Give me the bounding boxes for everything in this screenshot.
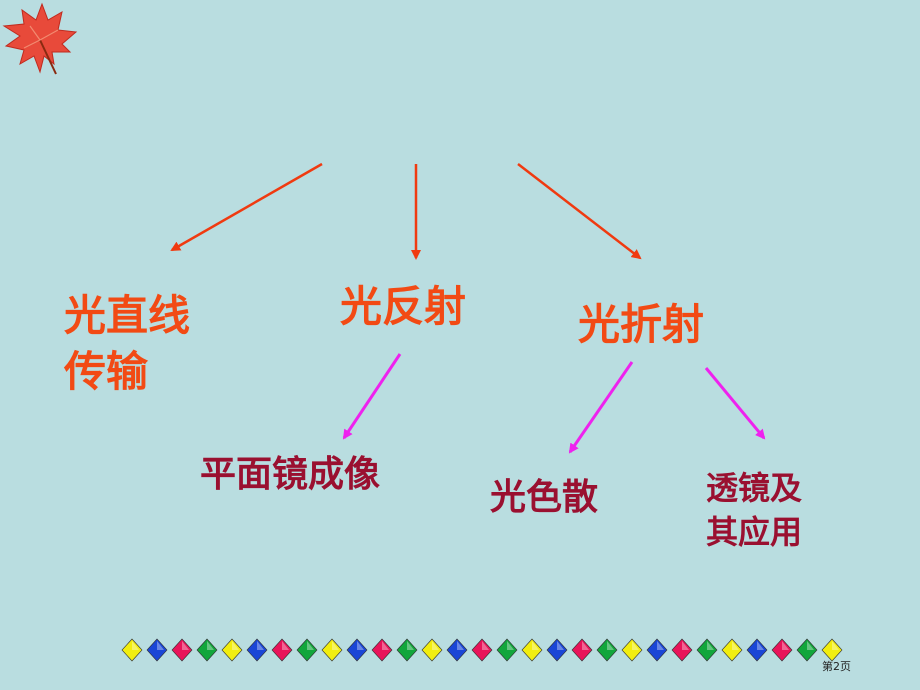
diamond-bead xyxy=(321,638,343,662)
diamond-bead xyxy=(121,638,143,662)
arrow-to-refraction xyxy=(517,163,642,260)
node-plane-mirror-imaging: 平面镜成像 xyxy=(200,454,381,495)
diamond-bead xyxy=(396,638,418,662)
diamond-bead xyxy=(671,638,693,662)
diamond-bead xyxy=(271,638,293,662)
node-refraction: 光折射 xyxy=(578,300,705,349)
diamond-highlight xyxy=(207,641,214,650)
diamond-bead xyxy=(146,638,168,662)
diamond-highlight xyxy=(482,641,489,650)
diamond-highlight xyxy=(307,641,314,650)
diamond-bead xyxy=(296,638,318,662)
diamond-highlight xyxy=(357,641,364,650)
node-lens-applications: 透镜及其应用 xyxy=(706,469,803,551)
page-number: 第2页 xyxy=(822,660,851,673)
diamond-bead xyxy=(346,638,368,662)
diamond-highlight xyxy=(532,641,539,650)
diamond-highlight xyxy=(682,641,689,650)
diamond-bead xyxy=(171,638,193,662)
diamond-highlight xyxy=(232,641,239,650)
node-reflection: 光反射 xyxy=(340,282,467,331)
diamond-bead xyxy=(521,638,543,662)
diamond-highlight xyxy=(182,641,189,650)
diamond-bead xyxy=(596,638,618,662)
diamond-border xyxy=(121,638,843,662)
diamond-highlight xyxy=(632,641,639,650)
diamond-bead xyxy=(446,638,468,662)
diamond-bead xyxy=(246,638,268,662)
diamond-bead xyxy=(546,638,568,662)
diamond-bead xyxy=(496,638,518,662)
diamond-bead xyxy=(221,638,243,662)
node-dispersion: 光色散 xyxy=(490,477,599,518)
diamond-highlight xyxy=(407,641,414,650)
diamond-highlight xyxy=(432,641,439,650)
diamond-bead xyxy=(746,638,768,662)
diamond-highlight xyxy=(607,641,614,650)
diamond-highlight xyxy=(157,641,164,650)
diamond-highlight xyxy=(132,641,139,650)
diamond-highlight xyxy=(507,641,514,650)
node-straight-propagation: 光直线传输 xyxy=(64,291,191,396)
diamond-highlight xyxy=(257,641,264,650)
diamond-highlight xyxy=(557,641,564,650)
diamond-highlight xyxy=(807,641,814,650)
diamond-bead xyxy=(771,638,793,662)
diamond-highlight xyxy=(282,641,289,650)
arrow-to-mirror xyxy=(342,353,402,440)
diamond-bead xyxy=(371,638,393,662)
diamond-bead xyxy=(646,638,668,662)
arrow-to-dispersion xyxy=(568,361,634,454)
diamond-highlight xyxy=(757,641,764,650)
diamond-bead xyxy=(471,638,493,662)
diamond-highlight xyxy=(332,641,339,650)
arrow-to-lens xyxy=(704,367,766,440)
diamond-bead xyxy=(721,638,743,662)
diamond-highlight xyxy=(732,641,739,650)
diamond-bead xyxy=(196,638,218,662)
diamond-highlight xyxy=(657,641,664,650)
diamond-bead xyxy=(571,638,593,662)
diamond-bead xyxy=(696,638,718,662)
diamond-highlight xyxy=(582,641,589,650)
diamond-highlight xyxy=(382,641,389,650)
maple-leaf-icon xyxy=(2,2,78,75)
diamond-highlight xyxy=(707,641,714,650)
diamond-bead xyxy=(796,638,818,662)
diamond-bead xyxy=(621,638,643,662)
diamond-highlight xyxy=(457,641,464,650)
diamond-highlight xyxy=(782,641,789,650)
arrow-to-straight xyxy=(170,162,323,252)
diamond-bead xyxy=(821,638,843,662)
diamond-highlight xyxy=(832,641,839,650)
diamond-bead xyxy=(421,638,443,662)
